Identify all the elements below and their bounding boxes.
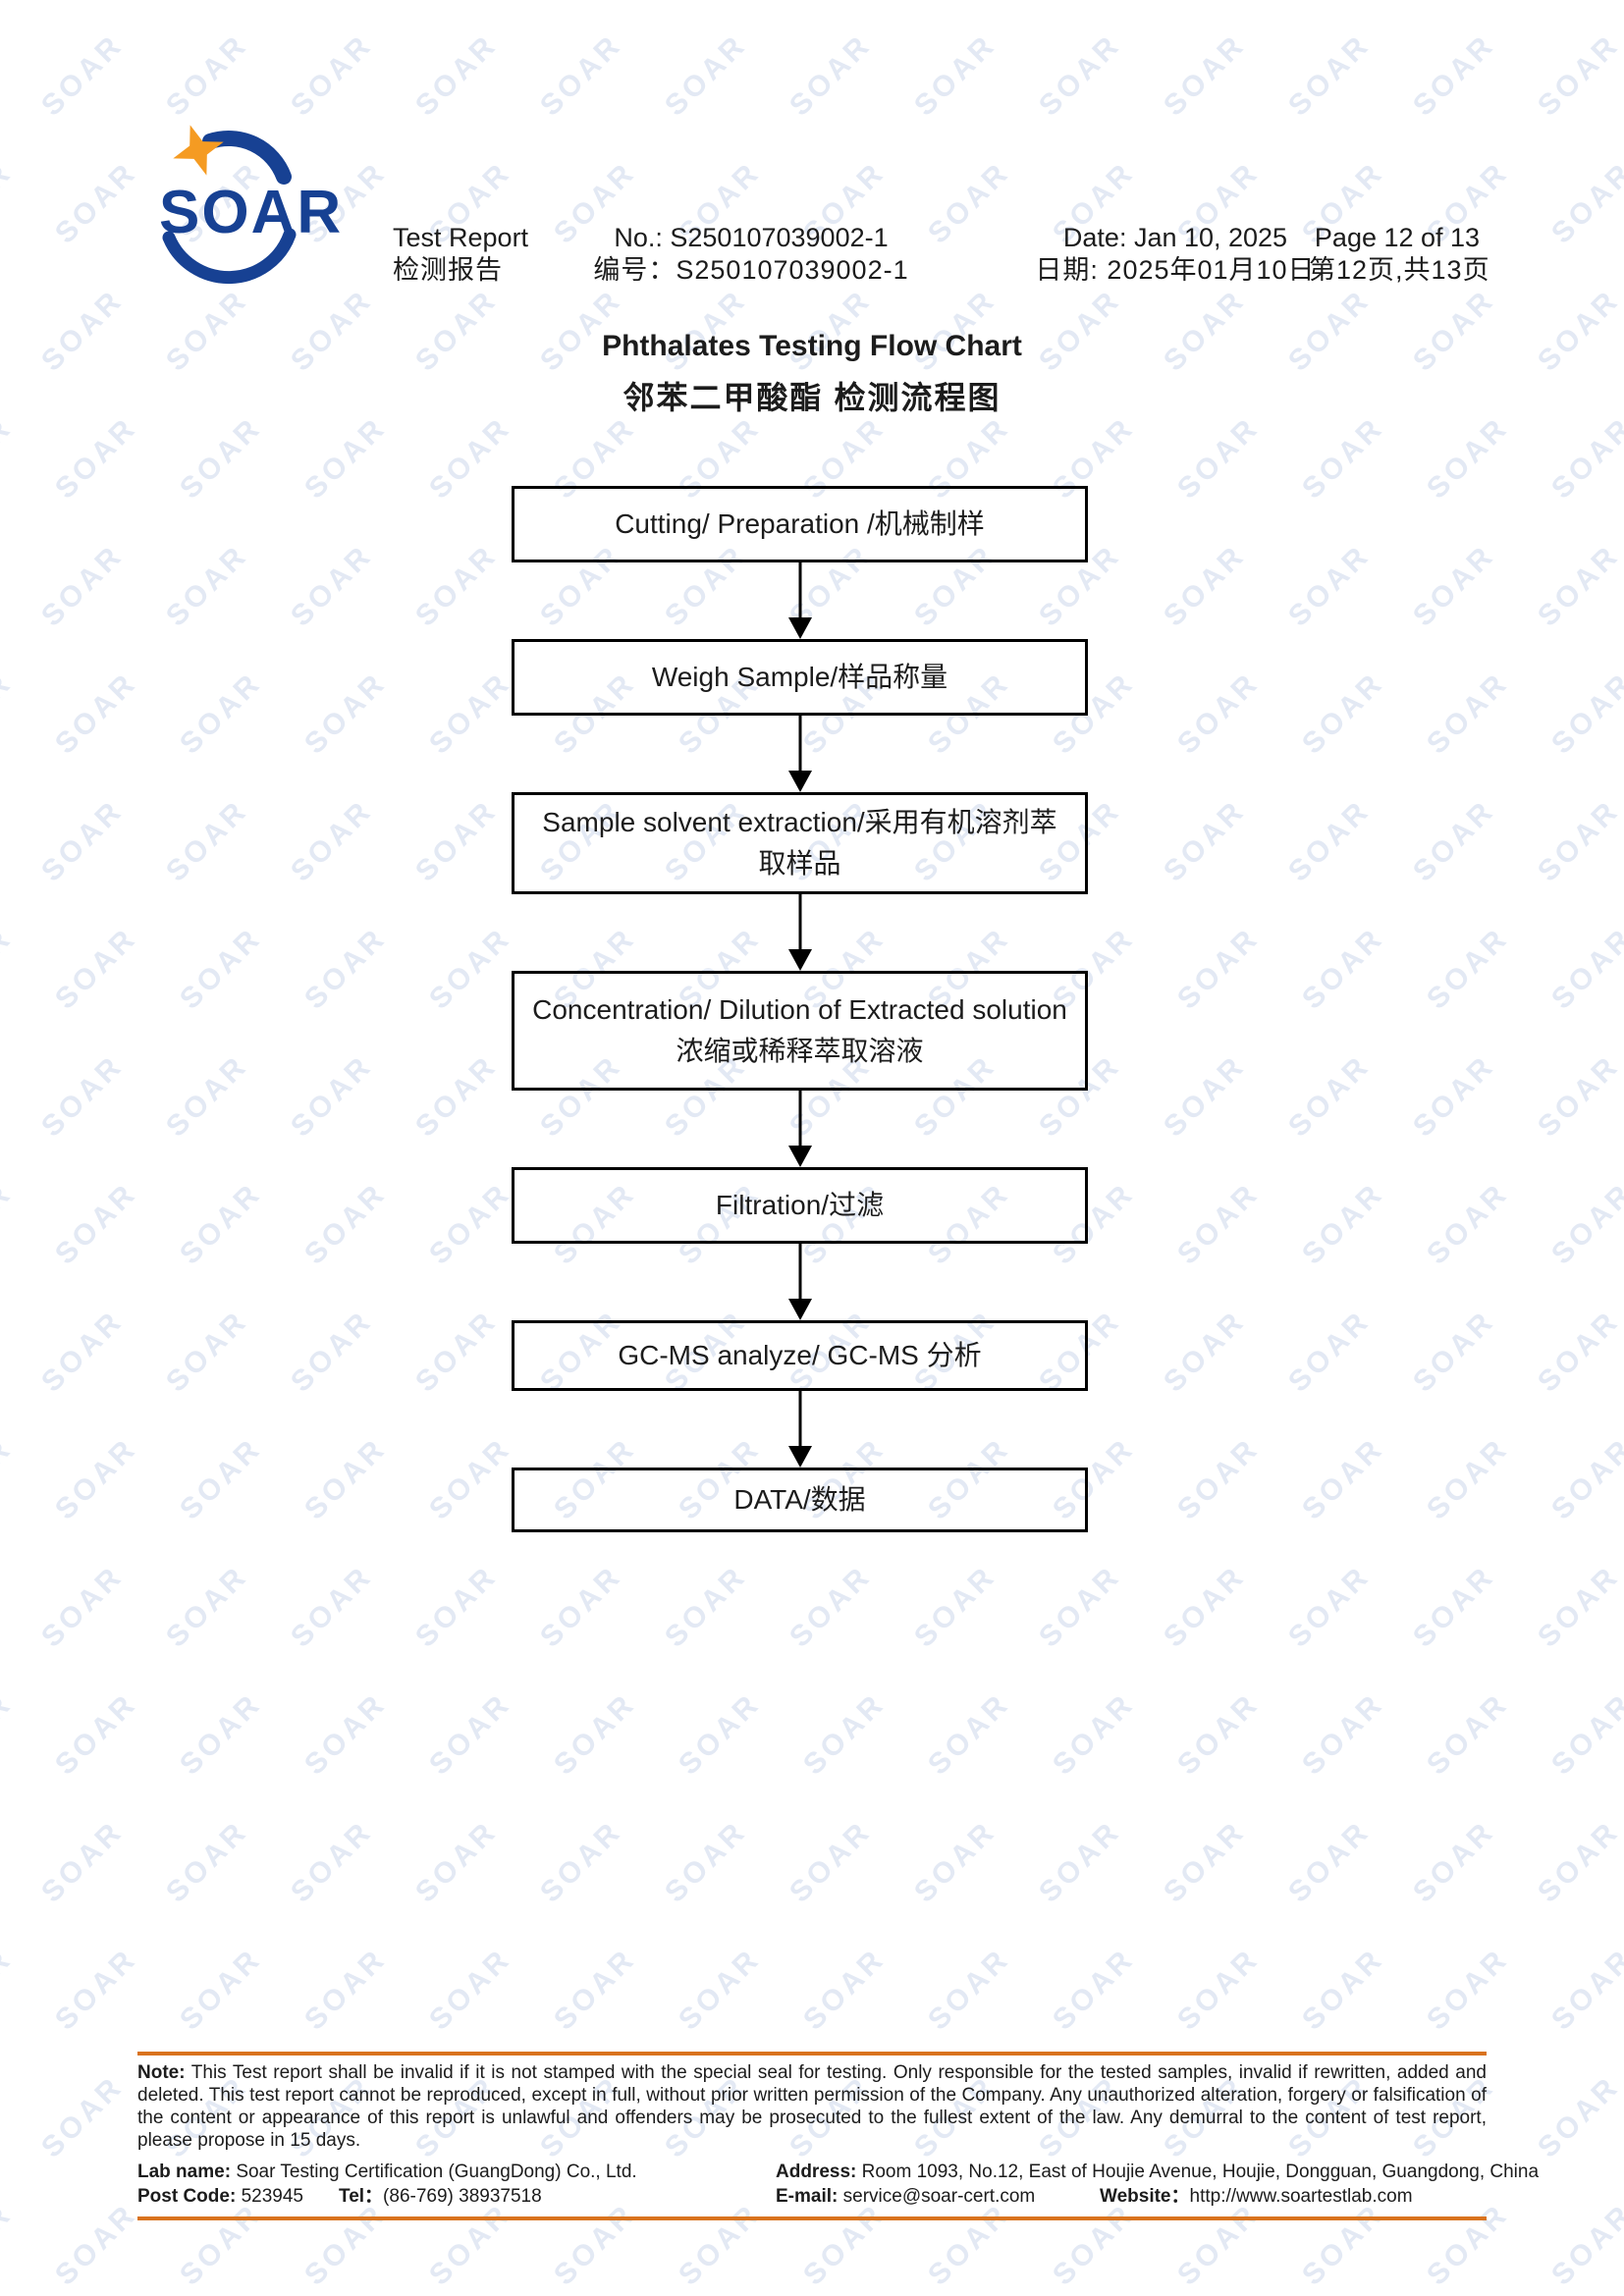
note-text: This Test report shall be invalid if it … bbox=[137, 2062, 1488, 2151]
website-value: http://www.soartestlab.com bbox=[1189, 2186, 1413, 2207]
flow-step-label: Sample solvent extraction/采用有机溶剂萃 bbox=[542, 807, 1057, 837]
lab-address: Address: Room 1093, No.12, East of Houji… bbox=[776, 2160, 1539, 2184]
email-label: E-mail: bbox=[776, 2186, 839, 2207]
header-date: Date: Jan 10, 2025 日期: 2025年01月10日 bbox=[1033, 222, 1318, 287]
page-title-en: Phthalates Testing Flow Chart bbox=[602, 330, 1022, 362]
post-code-value: 523945 bbox=[241, 2186, 303, 2207]
flow-arrow-down-icon bbox=[787, 894, 813, 971]
flow-step-label: Concentration/ Dilution of Extracted sol… bbox=[532, 994, 1067, 1025]
flow-arrow-down-icon bbox=[787, 1091, 813, 1167]
flow-arrow-down-icon bbox=[787, 562, 813, 639]
flow-step-box: Sample solvent extraction/采用有机溶剂萃取样品 bbox=[512, 792, 1088, 894]
flow-arrow-down-icon bbox=[787, 1244, 813, 1320]
lab-info-row-1: Lab name: Soar Testing Certification (Gu… bbox=[137, 2160, 1539, 2184]
header-report-label: Test Report 检测报告 bbox=[393, 222, 528, 287]
flow-step-box: Cutting/ Preparation /机械制样 bbox=[512, 486, 1088, 562]
post-code: Post Code: 523945 bbox=[137, 2184, 303, 2209]
address-label: Address: bbox=[776, 2162, 857, 2182]
lab-name-value: Soar Testing Certification (GuangDong) C… bbox=[236, 2162, 637, 2182]
email: E-mail: service@soar-cert.com bbox=[776, 2184, 1035, 2209]
flow-step-label: Cutting/ Preparation /机械制样 bbox=[615, 508, 985, 539]
flow-arrow-down-icon bbox=[787, 716, 813, 792]
report-label-en: Test Report bbox=[393, 223, 529, 252]
page-en: Page 12 of 13 bbox=[1314, 223, 1481, 252]
report-no-en: No.: S250107039002-1 bbox=[614, 223, 889, 252]
soar-logo: SOAR bbox=[159, 125, 343, 285]
flow-step-box: Concentration/ Dilution of Extracted sol… bbox=[512, 971, 1088, 1091]
report-no-zh: 编号：S250107039002-1 bbox=[593, 255, 909, 285]
website-label: Website： bbox=[1100, 2186, 1190, 2207]
lab-name: Lab name: Soar Testing Certification (Gu… bbox=[137, 2160, 637, 2184]
page-title: Phthalates Testing Flow Chart 邻苯二甲酸酯 检测流… bbox=[0, 330, 1624, 418]
flow-step-label: GC-MS analyze/ GC-MS 分析 bbox=[618, 1340, 982, 1370]
flow-step-box: Filtration/过滤 bbox=[512, 1167, 1088, 1244]
page-zh: 第12页,共13页 bbox=[1309, 255, 1490, 285]
post-code-label: Post Code: bbox=[137, 2186, 237, 2207]
flow-step-label: Weigh Sample/样品称量 bbox=[651, 662, 948, 692]
footer-bottom-rule bbox=[137, 2216, 1487, 2220]
flow-step-label: 浓缩或稀释萃取溶液 bbox=[676, 1036, 924, 1066]
footer-top-rule bbox=[137, 2052, 1487, 2056]
note-label: Note: bbox=[137, 2062, 186, 2083]
date-zh: 日期: 2025年01月10日 bbox=[1035, 255, 1316, 285]
report-label-zh: 检测报告 bbox=[393, 255, 503, 285]
flow-arrow-down-icon bbox=[787, 1391, 813, 1468]
flow-step-box: DATA/数据 bbox=[512, 1468, 1088, 1532]
flowchart: Cutting/ Preparation /机械制样 Weigh Sample/样… bbox=[512, 486, 1088, 1532]
tel: Tel：(86-769) 38937518 bbox=[339, 2184, 542, 2209]
date-en: Date: Jan 10, 2025 bbox=[1062, 223, 1288, 252]
lab-info-row-2: Post Code: 523945 Tel：(86-769) 38937518 … bbox=[137, 2184, 1487, 2209]
address-value: Room 1093, No.12, East of Houjie Avenue,… bbox=[861, 2162, 1540, 2182]
tel-label: Tel： bbox=[339, 2186, 384, 2207]
logo-top-arc bbox=[202, 130, 292, 185]
flow-step-box: GC-MS analyze/ GC-MS 分析 bbox=[512, 1320, 1088, 1391]
page-title-zh: 邻苯二甲酸酯 检测流程图 bbox=[623, 380, 1001, 415]
lab-name-label: Lab name: bbox=[137, 2162, 232, 2182]
footer-note: Note: This Test report shall be invalid … bbox=[137, 2061, 1487, 2152]
logo-bottom-arc bbox=[162, 228, 297, 285]
footer: Note: This Test report shall be invalid … bbox=[137, 2052, 1539, 2220]
flow-step-box: Weigh Sample/样品称量 bbox=[512, 639, 1088, 716]
tel-value: (86-769) 38937518 bbox=[383, 2186, 542, 2207]
flow-step-label: Filtration/过滤 bbox=[715, 1190, 885, 1220]
email-value: service@soar-cert.com bbox=[842, 2186, 1036, 2207]
star-icon bbox=[173, 125, 224, 176]
logo-wordmark: SOAR bbox=[159, 179, 343, 246]
header-page: Page 12 of 13 第12页,共13页 bbox=[1309, 222, 1490, 287]
website: Website：http://www.soartestlab.com bbox=[1100, 2184, 1413, 2209]
header-report-no: No.: S250107039002-1 编号：S250107039002-1 bbox=[589, 222, 913, 287]
flow-step-label: DATA/数据 bbox=[733, 1484, 866, 1515]
flow-step-label: 取样品 bbox=[758, 848, 841, 879]
